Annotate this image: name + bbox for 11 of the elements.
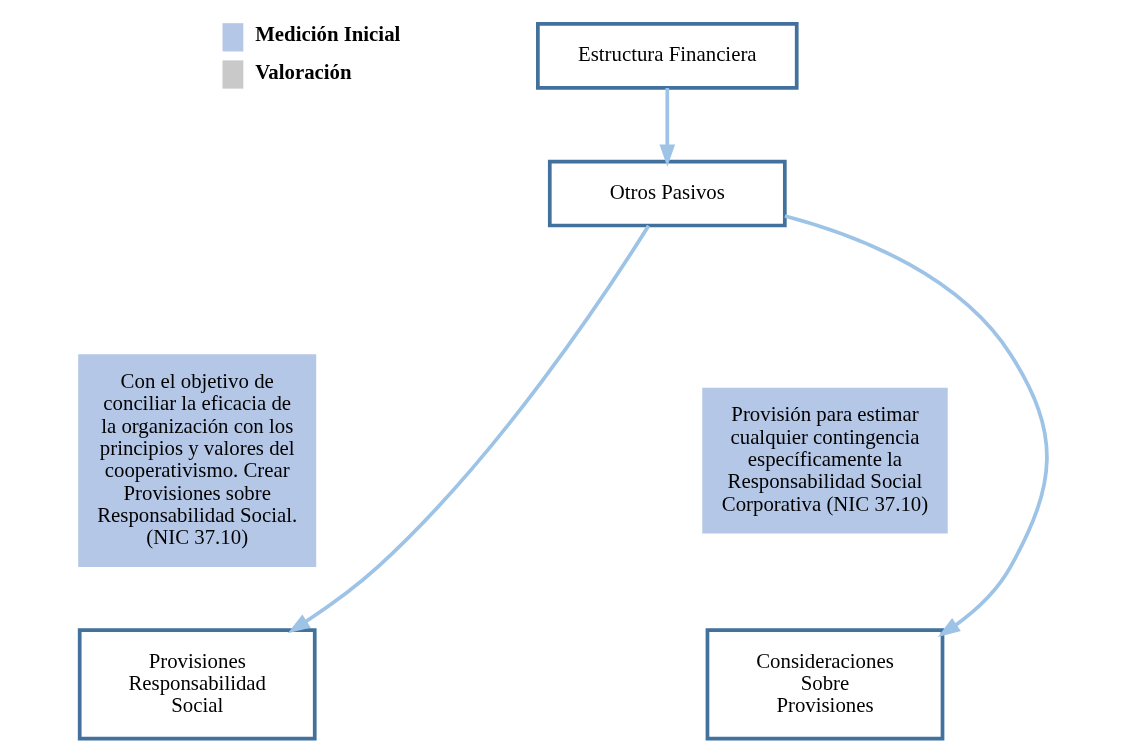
legend-label: Medición Inicial: [255, 22, 401, 47]
arrow: [659, 87, 676, 167]
node-box: Consideraciones Sobre Provisiones: [705, 628, 945, 741]
node-box: Otros Pasivos: [547, 159, 787, 228]
legend-label: Valoración: [255, 59, 352, 84]
arrow: [784, 214, 1049, 638]
arrow: [287, 224, 651, 634]
node-box: Provisión para estimar cualquier contingencia específicamente la Responsabilidad Social Corporativa (NIC 37.10): [702, 387, 948, 534]
node-box: Provisiones Responsabilidad Social: [77, 628, 317, 741]
node-box: Estructura Financiera: [536, 22, 799, 90]
node-box: Con el objetivo de conciliar la eficacia de la organización con los principios y valores del cooperativismo. Crear Provisiones sobre Responsabilidad Social. (NIC 37.10): [78, 354, 317, 567]
